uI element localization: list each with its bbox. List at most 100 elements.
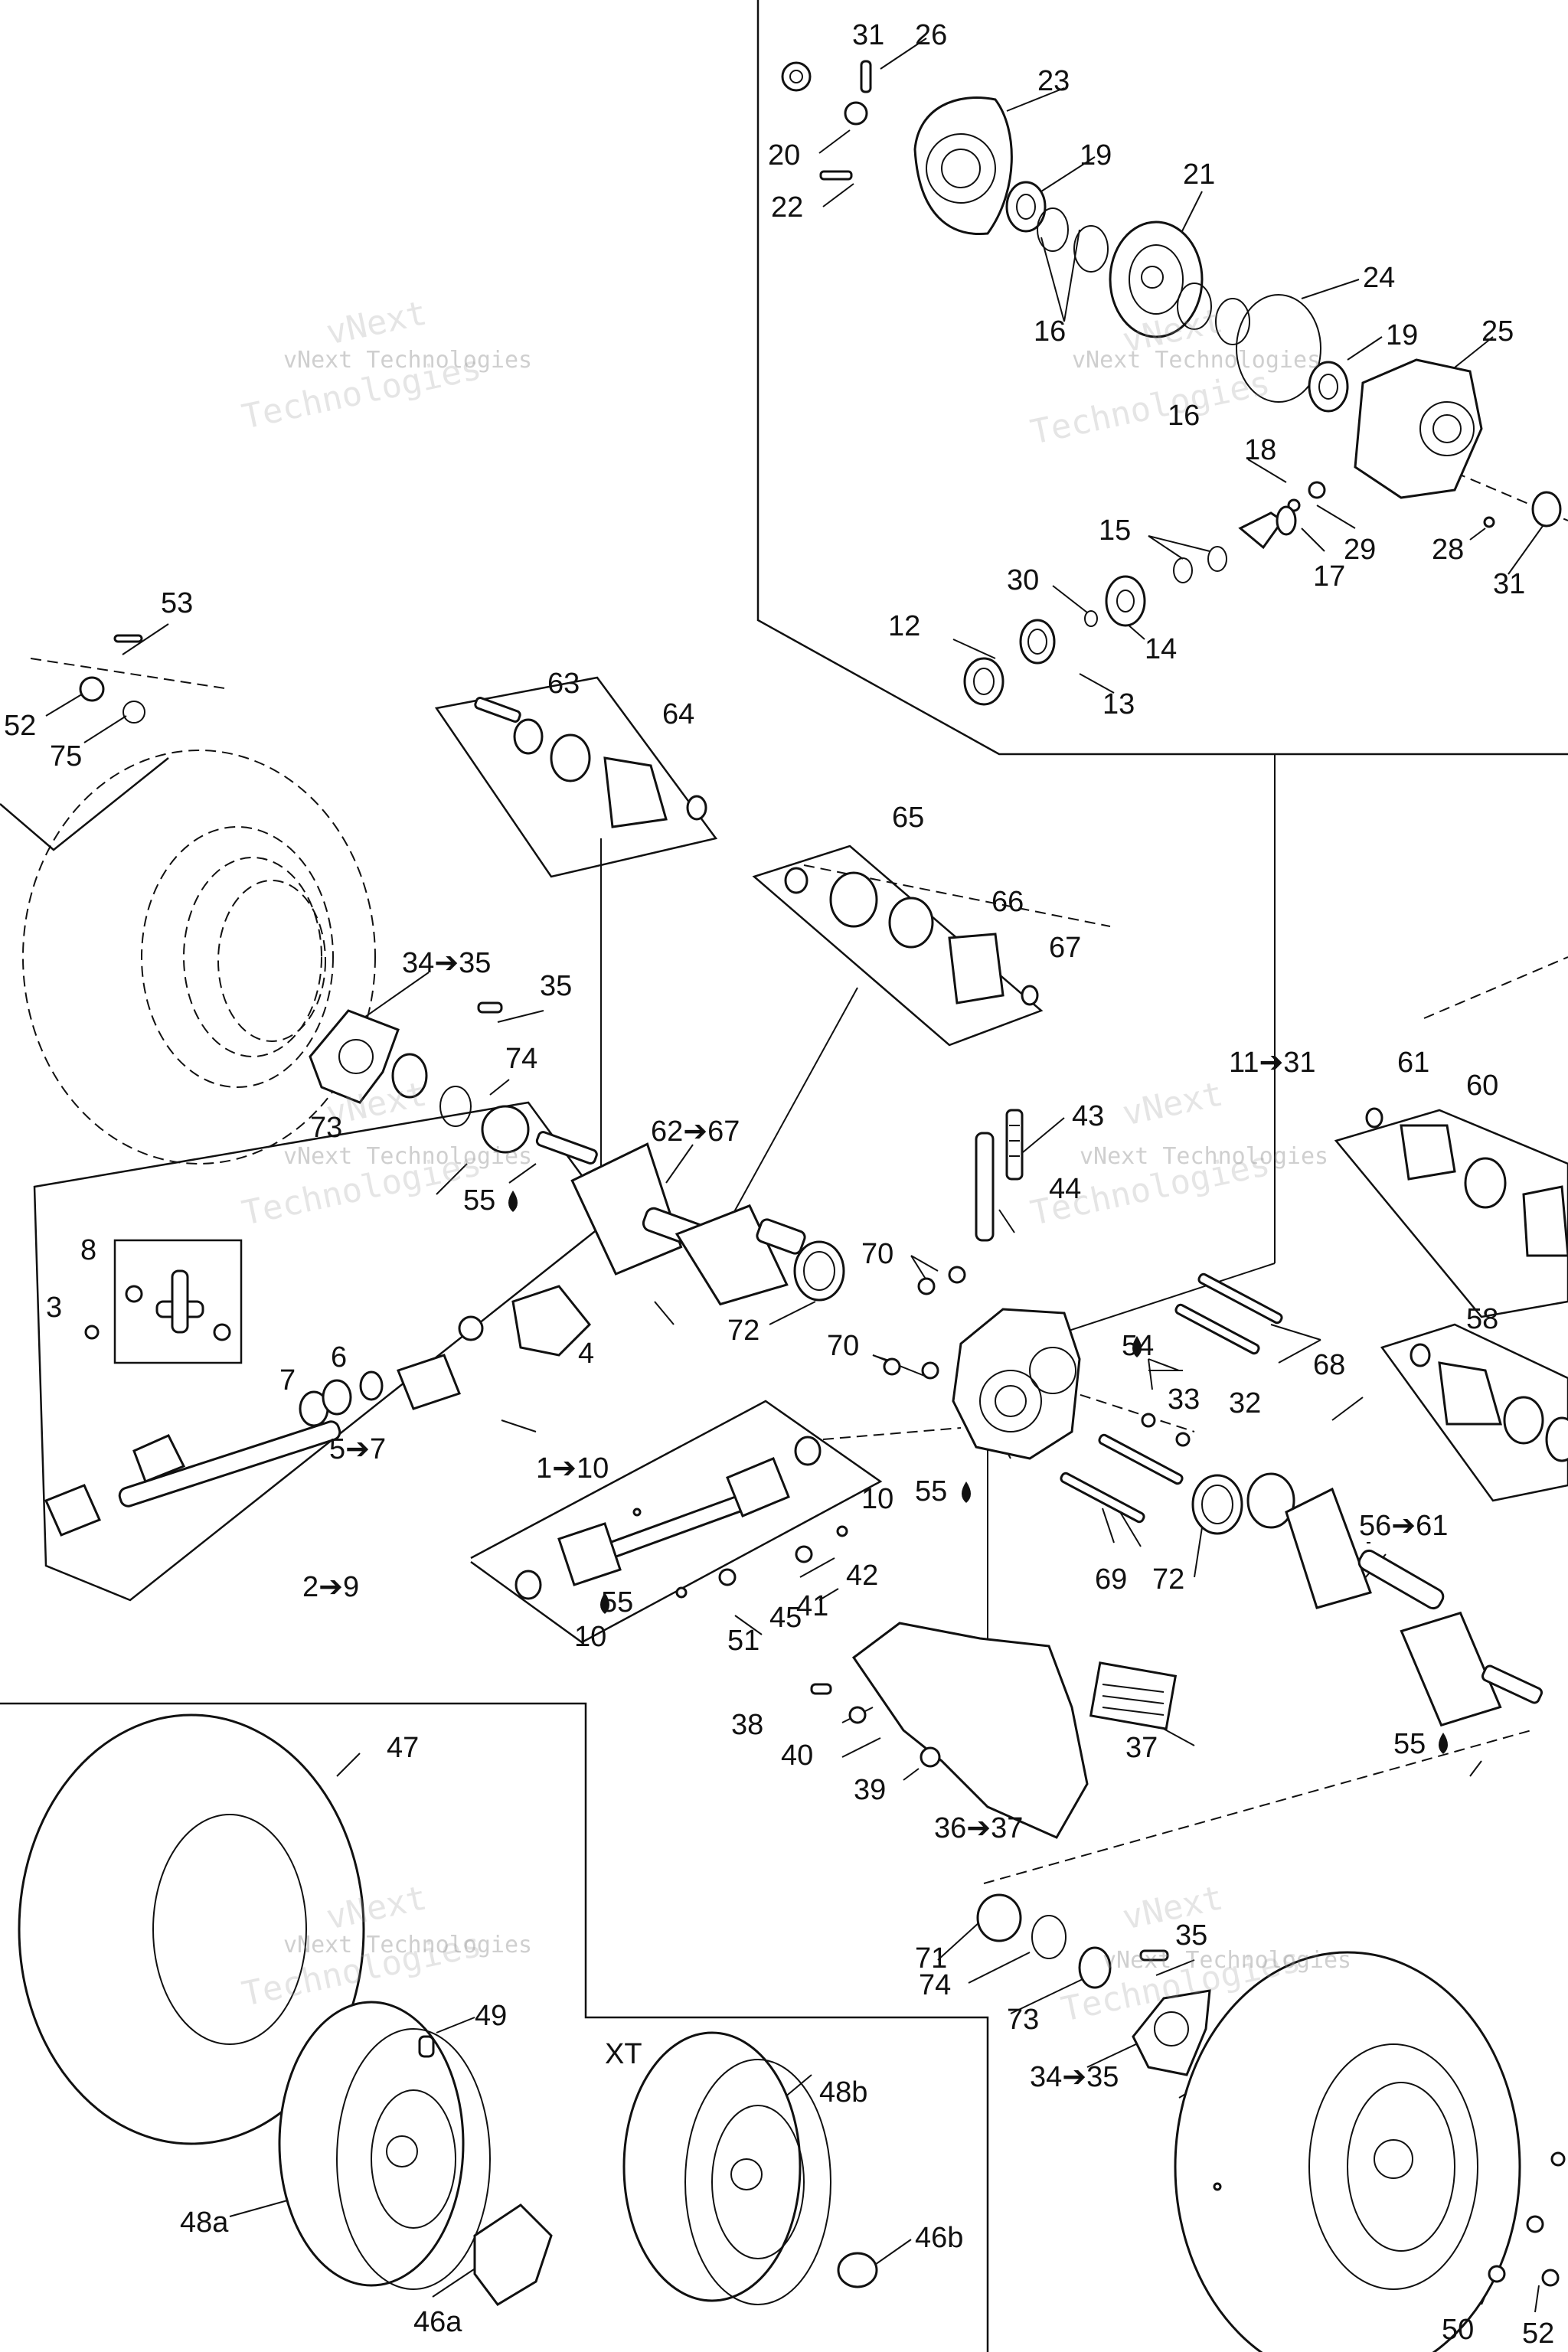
callout-label: 4 (578, 1338, 594, 1370)
callout-label: 72 (1152, 1563, 1184, 1596)
callout-label: 52 (1522, 2318, 1554, 2350)
callout-label: 55 (915, 1475, 947, 1508)
callout-label: 20 (768, 139, 800, 172)
callout-label: 3 (46, 1292, 62, 1324)
gearbox-housing (793, 1132, 1283, 1535)
callout-label: 34➔35 (402, 947, 491, 979)
callout-label: 56➔61 (1359, 1510, 1448, 1542)
callout-label: 70 (827, 1330, 859, 1362)
tire-47 (18, 1713, 365, 2145)
callout-label: 26 (915, 19, 947, 51)
wheel-48b (622, 2031, 878, 2305)
callout-label: 38 (731, 1709, 763, 1741)
callout-label: 55 (1393, 1728, 1426, 1760)
watermark-text: vNext (1119, 1878, 1227, 1937)
callout-label: 37 (1125, 1732, 1158, 1764)
propshaft-1-10 (514, 1436, 848, 1600)
callout-label: 72 (727, 1315, 760, 1347)
callout-label: 34➔35 (1030, 2061, 1119, 2093)
callout-label: 1➔10 (536, 1452, 609, 1485)
callout-label: 41 (796, 1590, 828, 1622)
callout-label: 63 (547, 668, 580, 700)
left-tire-dashed (22, 750, 376, 1165)
watermark-text: vNext Technologies (1080, 1143, 1328, 1170)
breather-43-44 (1005, 1109, 1024, 1181)
callout-label: 19 (1386, 319, 1418, 351)
callout-label: 25 (1481, 315, 1514, 348)
callout-label: 10 (574, 1621, 606, 1653)
callout-label: 13 (1102, 688, 1135, 720)
callout-label: 42 (846, 1560, 878, 1592)
callout-label: 36➔37 (934, 1812, 1023, 1844)
callout-label: 69 (1095, 1563, 1127, 1596)
callout-label: 64 (662, 698, 694, 730)
callout-label: 17 (1313, 560, 1345, 593)
callout-label: 18 (1244, 434, 1276, 466)
callout-label: 31 (852, 19, 884, 51)
watermark-text: vNext (1119, 1074, 1227, 1133)
callout-label: 60 (1466, 1070, 1498, 1102)
callout-label: 15 (1099, 514, 1131, 547)
callout-label: 68 (1313, 1349, 1345, 1381)
watermark-text: vNext (323, 293, 430, 352)
watermark-text: Technologies (1027, 364, 1274, 452)
callout-label: 8 (80, 1234, 96, 1266)
callout-label: 71 (915, 1942, 947, 1975)
callout-label: 14 (1145, 633, 1177, 665)
kit-63-64 (474, 697, 707, 828)
callout-label: 61 (1397, 1047, 1429, 1079)
callout-label: 55 (463, 1184, 495, 1217)
kit-65-67 (784, 867, 1039, 1006)
callout-label: 44 (1049, 1173, 1081, 1205)
callout-label: 24 (1363, 262, 1395, 294)
callout-label: 70 (861, 1238, 893, 1270)
callout-label: 22 (771, 191, 803, 224)
callout-label: 73 (1007, 2004, 1039, 2036)
right-tire-wheel (1174, 1951, 1566, 2352)
callout-label: 74 (505, 1043, 537, 1075)
callout-label: 73 (310, 1112, 342, 1144)
watermark-text: vNext Technologies (1072, 347, 1321, 374)
callout-label: 12 (888, 610, 920, 642)
right-hub-assembly (976, 1893, 1211, 2076)
callout-label: 31 (1493, 568, 1525, 600)
oil-drop-icon (508, 1191, 518, 1212)
callout-label: 35 (540, 970, 572, 1002)
driveshaft-2-9 (44, 1269, 592, 1537)
watermark-text: vNext Technologies (283, 1932, 532, 1958)
callout-label: 30 (1007, 564, 1039, 596)
callout-label: 48a (180, 2207, 229, 2239)
callout-labels: 31 26 23 20 19 22 21 24 16 19 25 16 18 1… (4, 19, 1554, 2350)
left-hub-assembly (79, 634, 530, 1154)
callout-label: 11➔31 (1229, 1047, 1316, 1079)
callout-label: 53 (161, 587, 193, 619)
watermark-text: vNext Technologies (283, 1143, 532, 1170)
callout-label: 23 (1037, 65, 1070, 97)
callout-label: 32 (1229, 1387, 1261, 1419)
callout-label: 66 (991, 886, 1024, 918)
callout-label: 28 (1432, 534, 1464, 566)
callout-label: 35 (1175, 1919, 1207, 1952)
left-cv-shaft (535, 1131, 806, 1306)
callout-label: 75 (50, 740, 82, 773)
callout-label: 58 (1466, 1303, 1498, 1335)
callout-label: 6 (331, 1341, 347, 1374)
skid-plate (810, 1622, 1178, 1839)
oil-drop-icon (600, 1592, 609, 1614)
callout-label: 19 (1080, 139, 1112, 172)
rear-differential-exploded (781, 60, 1562, 706)
kit-58 (1410, 1343, 1568, 1462)
callout-label: 16 (1168, 400, 1200, 432)
callout-label: 46b (915, 2222, 963, 2254)
callout-label: 10 (861, 1483, 893, 1515)
callout-label: 40 (781, 1740, 813, 1772)
callout-label: 74 (919, 1969, 951, 2001)
callout-label: 33 (1168, 1383, 1200, 1416)
callout-label: 16 (1034, 315, 1066, 348)
callout-label: 39 (854, 1774, 886, 1806)
callout-label: 49 (475, 2000, 507, 2032)
callout-label: 51 (727, 1625, 760, 1657)
right-cv-shaft (1246, 1472, 1544, 1727)
callout-label: 62➔67 (651, 1116, 740, 1148)
